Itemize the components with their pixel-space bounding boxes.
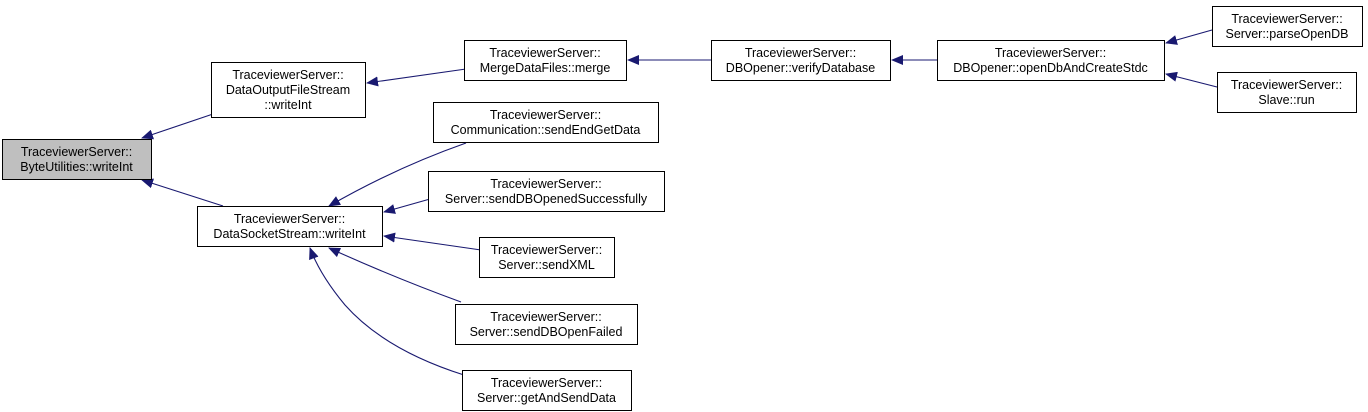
edge-mergedatafiles-merge-to-dataoutputfilestream-writeint <box>366 68 467 87</box>
node-box <box>1212 6 1363 47</box>
node-mergedatafiles-merge[interactable]: TraceviewerServer::MergeDataFiles::merge <box>464 40 627 81</box>
node-label-line: DataSocketStream::writeInt <box>213 227 366 241</box>
node-box <box>2 139 152 180</box>
node-label-line: Server::sendDBOpenFailed <box>470 325 623 339</box>
edge-server-parseopendb-to-dbopener-opendbandcreatestdc <box>1165 29 1213 45</box>
node-communication-sendendgetdata[interactable]: TraceviewerServer::Communication::sendEn… <box>433 102 659 143</box>
node-label-line: ByteUtilities::writeInt <box>20 160 133 174</box>
edge-server-senddbopenedsuccessfully-to-datasocketstream-writeint <box>383 198 431 214</box>
node-box <box>711 40 891 81</box>
node-byteutilities-writeint[interactable]: TraceviewerServer::ByteUtilities::writeI… <box>2 139 152 180</box>
node-box <box>428 171 665 212</box>
node-label-line: Communication::sendEndGetData <box>451 123 641 137</box>
node-slave-run[interactable]: TraceviewerServer::Slave::run <box>1217 72 1357 113</box>
node-label-line: DataOutputFileStream <box>226 83 350 97</box>
node-server-senddbopenedsuccessfully[interactable]: TraceviewerServer::Server::sendDBOpenedS… <box>428 171 665 212</box>
node-label-line: ::writeInt <box>264 98 312 112</box>
node-box <box>479 237 615 278</box>
node-label-line: TraceviewerServer:: <box>490 108 601 122</box>
node-label-line: TraceviewerServer:: <box>490 177 601 191</box>
node-label-line: TraceviewerServer:: <box>491 376 602 390</box>
node-label-line: TraceviewerServer:: <box>491 243 602 257</box>
node-label-line: DBOpener::openDbAndCreateStdc <box>953 61 1148 75</box>
node-label-line: DBOpener::verifyDatabase <box>726 61 875 75</box>
node-label-line: Slave::run <box>1258 93 1314 107</box>
edge-server-senddbopenfailed-to-datasocketstream-writeint <box>328 247 462 303</box>
node-label-line: TraceviewerServer:: <box>21 145 132 159</box>
edge-dataoutputfilestream-writeint-to-byteutilities-writeint <box>141 113 214 140</box>
node-label-line: TraceviewerServer:: <box>234 212 345 226</box>
node-box <box>462 370 632 411</box>
node-dbopener-opendbandcreatestdc[interactable]: TraceviewerServer::DBOpener::openDbAndCr… <box>937 40 1165 81</box>
node-box <box>455 304 638 345</box>
edge-server-sendxml-to-datasocketstream-writeint <box>383 232 482 251</box>
node-label-line: Server::sendXML <box>498 258 595 272</box>
node-label-line: Server::getAndSendData <box>477 391 616 405</box>
node-label-line: TraceviewerServer:: <box>745 46 856 60</box>
node-server-parseopendb[interactable]: TraceviewerServer::Server::parseOpenDB <box>1212 6 1363 47</box>
node-label-line: MergeDataFiles::merge <box>480 61 611 75</box>
node-label-line: TraceviewerServer:: <box>490 310 601 324</box>
node-box <box>937 40 1165 81</box>
node-box <box>433 102 659 143</box>
edge-server-getandsenddata-to-datasocketstream-writeint <box>309 247 465 376</box>
node-dataoutputfilestream-writeint[interactable]: TraceviewerServer::DataOutputFileStream:… <box>211 62 366 118</box>
node-dbopener-verifydatabase[interactable]: TraceviewerServer::DBOpener::verifyDatab… <box>711 40 891 81</box>
node-label-line: TraceviewerServer:: <box>995 46 1106 60</box>
node-label-line: TraceviewerServer:: <box>232 68 343 82</box>
edge-layer <box>141 29 1218 376</box>
edge-datasocketstream-writeint-to-byteutilities-writeint <box>141 178 224 207</box>
node-server-sendxml[interactable]: TraceviewerServer::Server::sendXML <box>479 237 615 278</box>
node-layer: TraceviewerServer::ByteUtilities::writeI… <box>2 6 1363 411</box>
node-server-getandsenddata[interactable]: TraceviewerServer::Server::getAndSendDat… <box>462 370 632 411</box>
node-box <box>464 40 627 81</box>
edge-communication-sendendgetdata-to-datasocketstream-writeint <box>328 142 467 207</box>
node-box <box>197 206 383 247</box>
node-datasocketstream-writeint[interactable]: TraceviewerServer::DataSocketStream::wri… <box>197 206 383 247</box>
node-label-line: Server::parseOpenDB <box>1226 27 1349 41</box>
node-label-line: TraceviewerServer:: <box>1231 78 1342 92</box>
node-label-line: TraceviewerServer:: <box>489 46 600 60</box>
edge-slave-run-to-dbopener-opendbandcreatestdc <box>1165 71 1218 88</box>
node-box <box>1217 72 1357 113</box>
node-label-line: TraceviewerServer:: <box>1231 12 1342 26</box>
node-label-line: Server::sendDBOpenedSuccessfully <box>445 192 648 206</box>
node-server-senddbopenfailed[interactable]: TraceviewerServer::Server::sendDBOpenFai… <box>455 304 638 345</box>
node-box <box>211 62 366 118</box>
